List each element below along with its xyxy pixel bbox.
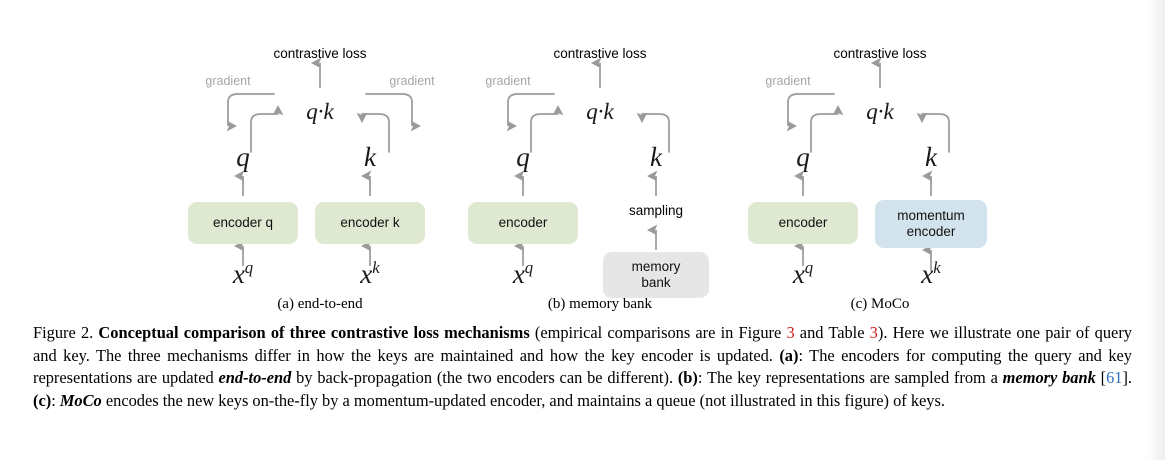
panel-a-dot-product-label: q·k <box>306 99 334 124</box>
panel-memory-bank: contrastive loss gradient q·k q k sampli… <box>430 0 770 318</box>
caption-label-a: (a) <box>779 345 799 365</box>
panel-b-dot-product-label: q·k <box>586 99 614 124</box>
panel-b-encoder-box[interactable]: encoder <box>468 202 578 244</box>
panel-c-k-label: k <box>925 142 937 172</box>
panel-c-caption: (c) MoCo <box>850 296 910 312</box>
panel-b-gradient-label-left: gradient <box>485 74 531 88</box>
panel-a-encoder-k-label: encoder k <box>340 214 400 230</box>
panel-c-xk-label: xk <box>921 258 941 289</box>
caption-label-c: (c) <box>33 390 52 410</box>
panel-b-q-label: q <box>516 142 530 172</box>
caption-figure-number: Figure 2. <box>33 323 94 342</box>
panel-a-encoder-q-box[interactable]: encoder q <box>188 202 298 244</box>
caption-label-b: (b) <box>677 368 698 388</box>
panel-a-gradient-label-right: gradient <box>389 74 435 88</box>
panel-c-arrows <box>786 57 950 270</box>
panel-a-q-label: q <box>236 142 250 172</box>
panel-c-xq-label: xq <box>792 258 814 289</box>
caption-seg-c2: encodes the new keys on-the-fly by a mom… <box>101 390 945 410</box>
panel-b-memory-bank-box[interactable]: memory bank <box>603 252 709 298</box>
panel-c-encoder-box[interactable]: encoder <box>748 202 858 244</box>
panel-end-to-end: contrastive loss gradient gradient q·k q… <box>150 0 490 318</box>
panel-b-memory-bank-label-line2: bank <box>641 275 671 290</box>
panel-b-arrows <box>506 57 670 266</box>
caption-seg-a: : The encoders for computing the query a… <box>33 345 1132 388</box>
panel-b-caption: (b) memory bank <box>547 296 653 312</box>
caption-title: Conceptual comparison of three contrasti… <box>98 323 530 342</box>
panel-a-contrastive-loss-label: contrastive loss <box>273 46 367 61</box>
panel-a-gradient-label-left: gradient <box>205 74 251 88</box>
panel-c-gradient-label-left: gradient <box>765 74 811 88</box>
panel-c-momentum-encoder-box[interactable]: momentum encoder <box>875 200 987 248</box>
caption-seg-and-table: and Table <box>794 323 870 342</box>
panel-a-xq-label: xq <box>232 258 254 289</box>
panel-b-sampling-label: sampling <box>628 203 684 218</box>
panel-a-encoder-k-box[interactable]: encoder k <box>315 202 425 244</box>
panel-b-encoder-label: encoder <box>498 214 548 230</box>
caption-seg-c: : <box>51 390 60 410</box>
panel-a-xk-label: xk <box>360 258 380 289</box>
caption-emphasis-moco: MoCo <box>59 390 102 410</box>
panel-a-encoder-q-label: encoder q <box>212 214 274 230</box>
panel-b-k-label: k <box>650 142 662 172</box>
panel-b-xq-label: xq <box>512 258 534 289</box>
caption-emphasis-memory-bank: memory bank <box>1002 368 1096 388</box>
panel-b-contrastive-loss-label: contrastive loss <box>553 46 647 61</box>
caption-ref-61[interactable]: 61 <box>1106 368 1123 388</box>
panel-a-k-label: k <box>364 142 376 172</box>
panel-a-caption: (a) end-to-end <box>277 296 363 312</box>
caption-seg-here-we: ). Here we illustrate one pair of query … <box>33 323 1132 365</box>
panel-c-dot-product-label: q·k <box>866 99 894 124</box>
caption-ref-table-3[interactable]: 3 <box>869 323 878 342</box>
panel-a-arrows <box>226 57 422 266</box>
caption-seg-b3: ]. <box>1122 368 1133 388</box>
panel-c-encoder-label: encoder <box>778 214 828 230</box>
caption-seg-after-title: (empirical comparisons are in Figure <box>529 323 787 342</box>
panel-c-contrastive-loss-label: contrastive loss <box>833 46 927 61</box>
figure-caption: Figure 2. Conceptual comparison of three… <box>33 322 1132 413</box>
panel-moco: contrastive loss gradient q·k q k encode… <box>710 0 1050 318</box>
panel-c-momentum-encoder-label-line1: momentum <box>897 207 965 223</box>
panel-c-momentum-encoder-label-line2: encoder <box>906 224 956 239</box>
caption-ref-figure-3[interactable]: 3 <box>786 323 795 342</box>
panel-b-memory-bank-label-line1: memory <box>631 258 681 274</box>
caption-seg-b: : The key representations are sampled fr… <box>697 368 1003 388</box>
figure-2-graphic: contrastive loss gradient gradient q·k q… <box>150 0 1050 318</box>
caption-emphasis-end-to-end: end-to-end <box>218 368 292 388</box>
caption-seg-b2: [ <box>1095 368 1107 388</box>
caption-seg-a2: by back-propagation (the two encoders ca… <box>291 368 678 388</box>
panel-c-q-label: q <box>796 142 810 172</box>
